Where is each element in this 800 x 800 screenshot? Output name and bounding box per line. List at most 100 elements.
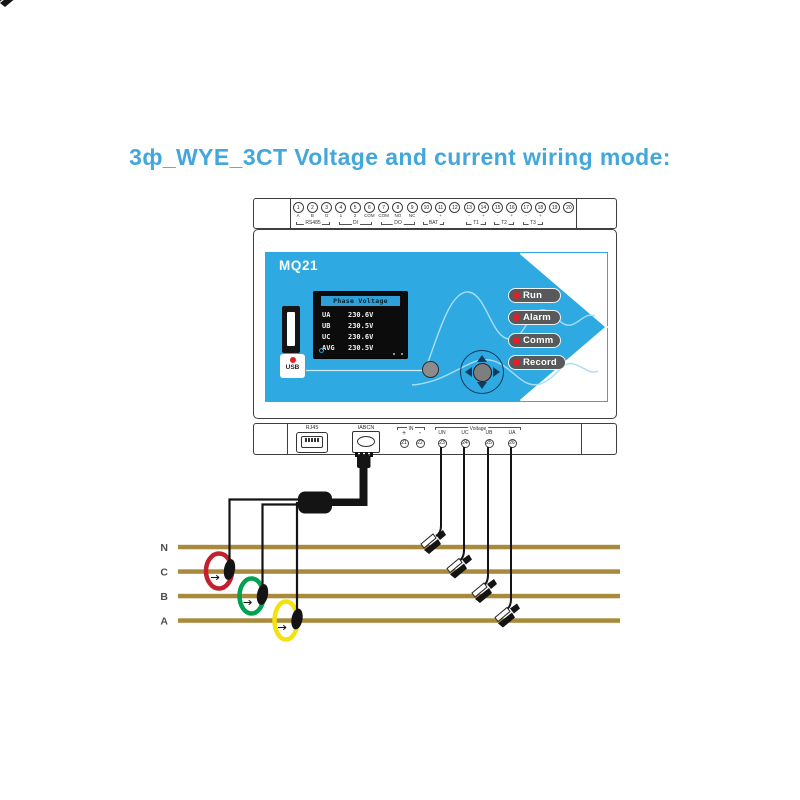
terminal-pin-label xyxy=(548,213,562,219)
alligator-clip-c xyxy=(446,554,473,579)
terminal-pin-label: NC xyxy=(408,213,416,218)
led-icon xyxy=(513,292,520,299)
terminal-number: 9 xyxy=(406,202,418,213)
led-icon xyxy=(513,336,520,344)
aux-connector xyxy=(352,431,380,453)
in-plus-label: + xyxy=(401,430,407,437)
rj45-contacts-icon xyxy=(301,436,323,448)
bus-a xyxy=(178,618,620,623)
nav-left-icon xyxy=(465,367,472,377)
terminal-number: 25 xyxy=(484,438,494,448)
bottom-terminal-strip: RJ45 IABCN IN + - 21 22 Voltage UN UC UB… xyxy=(253,423,617,457)
terminal-pin-label: 2 xyxy=(353,213,357,218)
terminal-number: 15 xyxy=(492,202,504,213)
terminal: 3 G xyxy=(320,202,334,219)
bus-c xyxy=(178,569,620,574)
ct-clamp-body xyxy=(256,584,269,605)
aux-cable-horizontal xyxy=(325,498,365,506)
strip-divider xyxy=(290,199,291,228)
terminal-number: 13 xyxy=(463,202,475,213)
ct-ring-red xyxy=(203,551,235,591)
aux-pins-icon xyxy=(355,452,373,457)
group-t1: T1 xyxy=(466,220,486,226)
terminal: 5 2 xyxy=(348,202,362,219)
group-bat: BAT xyxy=(423,220,444,226)
terminal: 20 xyxy=(562,202,576,219)
terminal-number: 3 xyxy=(321,202,333,213)
strip-divider xyxy=(287,424,288,454)
terminal: 9 NC xyxy=(405,202,419,219)
top-terminal-strip: 1 A 2 B 3 G 4 1 5 xyxy=(253,198,617,229)
group-rs485: RS485 xyxy=(296,220,330,226)
terminal-pin-label: NO xyxy=(394,213,402,218)
usb-port xyxy=(282,306,300,353)
led-icon xyxy=(513,314,520,321)
terminal-pin-label: - xyxy=(468,213,470,218)
voltage-group: Voltage xyxy=(435,426,521,432)
screen-status-icon xyxy=(319,348,324,353)
alligator-clip-n xyxy=(420,529,447,555)
bus-label-n: N xyxy=(160,542,168,554)
screen-row: UB 230.5V xyxy=(314,320,407,331)
current-direction-arrow xyxy=(278,624,287,631)
terminal-number: 26 xyxy=(507,438,517,448)
terminal: 11 + xyxy=(434,202,448,219)
terminal-number: 6 xyxy=(363,202,375,213)
led-icon xyxy=(513,358,520,366)
aux-cable-vertical xyxy=(359,466,368,506)
terminal-pin-label: G xyxy=(324,213,329,218)
current-direction-arrow xyxy=(243,599,252,606)
terminal-pin-label: - xyxy=(425,213,428,218)
terminal-number: 20 xyxy=(563,202,575,213)
terminal: 4 1 xyxy=(334,202,348,219)
terminal: 2 B xyxy=(305,202,319,219)
group-di: DI xyxy=(339,220,372,226)
usb-led xyxy=(289,357,296,363)
group-do: DO xyxy=(381,220,415,226)
terminal-pin-label: A xyxy=(296,213,300,218)
terminal-number: 17 xyxy=(520,202,532,213)
terminal-pin-label: - xyxy=(525,213,527,218)
terminal-number: 11 xyxy=(435,202,447,213)
terminal-number: 8 xyxy=(392,202,404,213)
rj45-port xyxy=(296,432,328,453)
lcd-screen: Phase Voltage UA 230.6V UB 230.5V xyxy=(313,291,408,359)
terminal-number: 23 xyxy=(437,438,447,448)
nav-right-icon xyxy=(493,367,500,377)
junction-box xyxy=(298,491,332,514)
terminal-number: 5 xyxy=(349,202,361,213)
alarm-indicator: Alarm xyxy=(508,310,561,325)
usb-label-tag: USB xyxy=(280,354,305,378)
terminal-number: 19 xyxy=(549,202,561,213)
in-minus-label: - xyxy=(418,430,422,437)
ub-label: UB xyxy=(485,430,493,436)
bus-label-c: C xyxy=(160,567,168,579)
phase-label: AVG xyxy=(322,343,335,352)
terminal-number: 2 xyxy=(306,202,318,213)
phase-value: 230.5V xyxy=(348,321,374,330)
ct-ring-green xyxy=(237,576,266,616)
aux-label: IABCN xyxy=(357,425,375,431)
terminal-number: 21 xyxy=(399,438,409,448)
terminal-number: 1 xyxy=(292,202,304,213)
terminal-number: 24 xyxy=(460,438,470,448)
group-t3: T3 xyxy=(523,220,543,226)
comm-indicator: Comm xyxy=(508,332,561,348)
terminal: 19 xyxy=(548,202,562,219)
terminal-pin-label: 1 xyxy=(339,213,343,218)
indicator-label: Comm xyxy=(523,334,554,346)
terminal-number: 14 xyxy=(477,202,489,213)
terminal-pin-label: - xyxy=(496,213,499,218)
front-panel: MQ21 USB Phase Voltage UA 230.6V xyxy=(265,252,608,402)
terminal: 13 - xyxy=(462,202,476,219)
terminal-pin-label xyxy=(448,213,462,219)
group-t2: T2 xyxy=(494,220,514,226)
nav-center-button xyxy=(472,362,492,382)
terminal: 1 A xyxy=(291,202,305,219)
model-label: MQ21 xyxy=(279,258,319,273)
terminal: 16 + xyxy=(505,202,519,219)
alligator-clip-a xyxy=(494,603,521,628)
bus-b xyxy=(178,593,620,599)
ct-wire-yellow xyxy=(295,501,302,610)
